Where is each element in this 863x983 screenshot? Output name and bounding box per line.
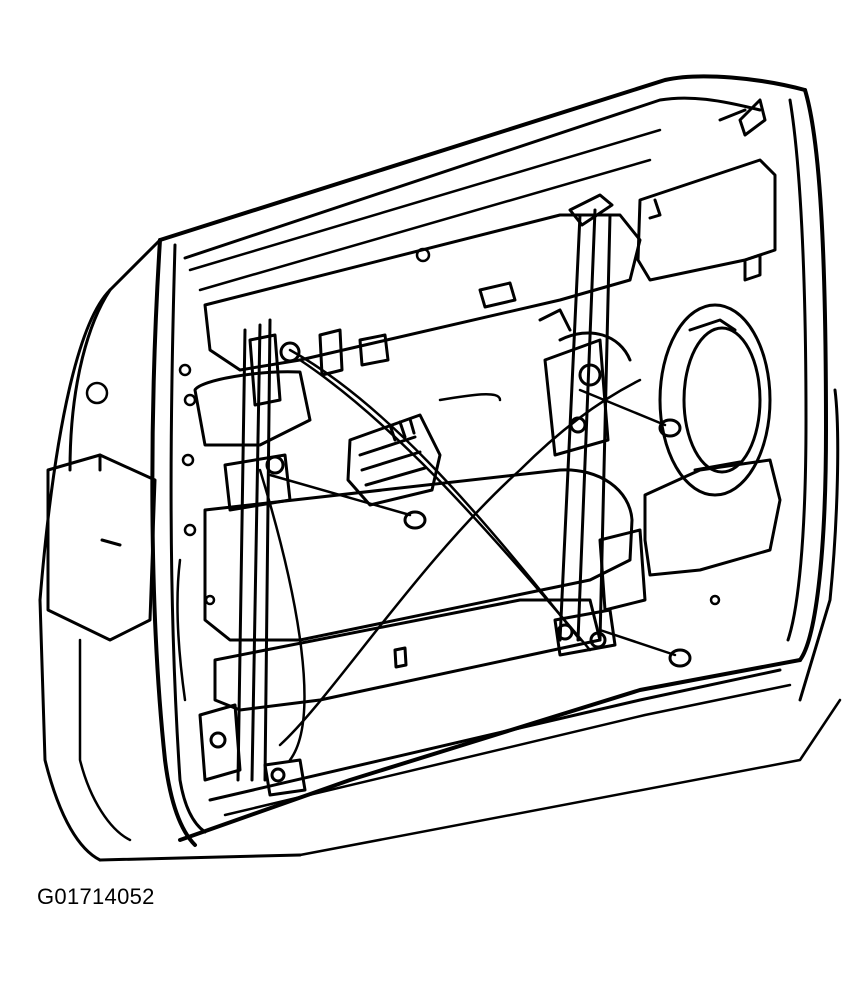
door-outer-edge: [150, 74, 828, 847]
regulator-cables: [258, 348, 642, 762]
figure-id-label: G01714052: [37, 884, 155, 909]
door-sill: [208, 388, 842, 857]
speaker-opening: [658, 303, 772, 497]
body-pillar: [38, 238, 302, 862]
inner-panel: [176, 98, 782, 712]
bolts: [209, 341, 692, 783]
